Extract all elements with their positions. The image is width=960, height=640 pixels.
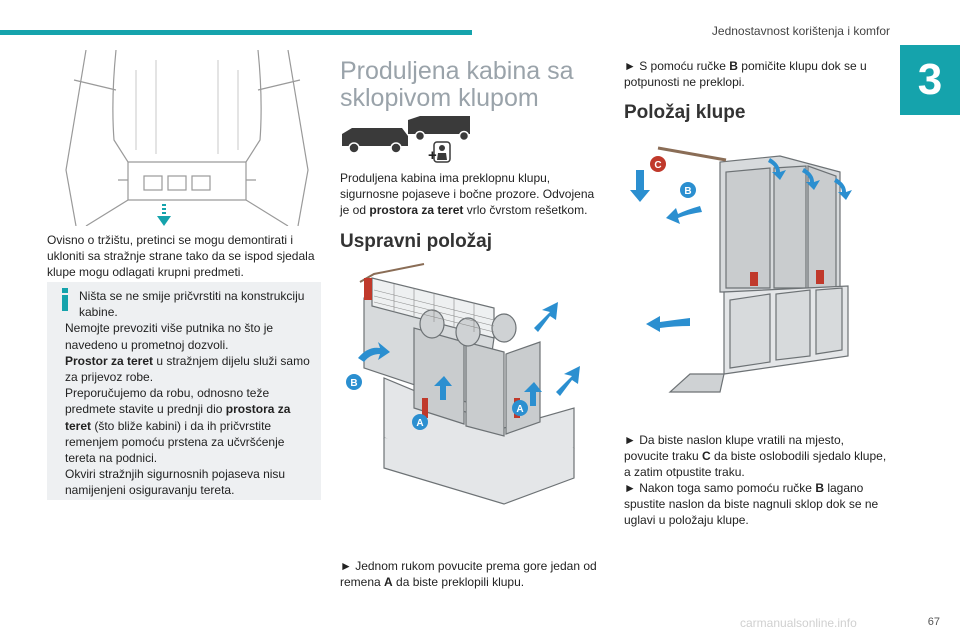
middle-step: ► Jednom rukom povucite prema gore jedan…	[340, 558, 602, 590]
page-number: 67	[927, 616, 940, 628]
info-line-1: Ništa se ne smije pričvrstiti na konstru…	[79, 289, 305, 320]
header-accent-bar	[0, 30, 472, 35]
info-line-5: Okviri stražnjih sigurnosnih pojaseva ni…	[65, 467, 286, 498]
callout-b-upright: B	[350, 378, 357, 389]
callout-c: C	[654, 160, 661, 171]
callout-b-bench: B	[684, 186, 691, 197]
info-line-4-bold: prostora za teret	[65, 402, 291, 433]
middle-paragraph: Produljena kabina ima preklopnu klupu, s…	[340, 170, 602, 218]
info-box: Ništa se ne smije pričvrstiti na konstru…	[47, 282, 321, 500]
middle-paragraph-bold: prostora za teret	[369, 203, 464, 217]
right-step-3-bold: B	[815, 481, 824, 495]
right-step-3-end: lagano spustite naslon da biste nagnuli …	[624, 481, 879, 527]
middle-paragraph-start: Produljena kabina ima preklopnu klupu, s…	[340, 171, 595, 217]
middle-step-end: da biste preklopili klupu.	[392, 575, 525, 589]
info-line-3: u stražnjem dijelu služi samo za prijevo…	[65, 353, 310, 385]
info-text: Ništa se ne smije pričvrstiti na konstru…	[65, 288, 317, 499]
vehicle-icons	[340, 114, 470, 164]
chapter-number-tab: 3	[900, 45, 960, 115]
header-title: Jednostavnost korištenja i komfor	[711, 24, 890, 38]
right-step-2-text: ► Da biste naslon klupe vratili na mjest…	[624, 433, 844, 463]
vehicle-plus-sign: +	[428, 147, 437, 164]
left-paragraph: Ovisno o tržištu, pretinci se mogu demon…	[47, 233, 315, 279]
right-step-2-bold: C	[702, 449, 711, 463]
middle-paragraph-end: vrlo čvrstom rešetkom.	[463, 203, 588, 217]
upright-bench-illustration: B A A	[344, 258, 600, 520]
callout-a-left: A	[416, 418, 423, 429]
right-step-2: ► Da biste naslon klupe vratili na mjest…	[624, 432, 888, 528]
callout-a-right: A	[516, 404, 523, 415]
info-line-2: Nemojte prevoziti više putnika no što je…	[65, 321, 274, 352]
cargo-area-illustration	[56, 50, 318, 226]
section-heading: Produljena kabina sa sklopivom klupom	[340, 57, 574, 112]
subheading-upright: Uspravni položaj	[340, 231, 493, 252]
subheading-bench-position: Položaj klupe	[624, 102, 746, 123]
right-step-3-text: ► Nakon toga samo pomoću ručke	[624, 481, 816, 495]
right-step-1-bold: B	[729, 59, 738, 73]
watermark: carmanualsonline.info	[740, 616, 857, 630]
info-line-3-bold: Prostor za teret	[65, 353, 154, 368]
right-step-1-end: pomičite klupu dok se u potpunosti ne pr…	[624, 59, 867, 89]
info-icon	[61, 288, 69, 311]
right-step-1-text: ► S pomoću ručke	[624, 59, 730, 73]
middle-step-text: ► Jednom rukom povucite prema gore jedan…	[340, 559, 597, 589]
right-step-1: ► S pomoću ručke B pomičite klupu dok se…	[624, 58, 886, 90]
info-line-4-end: (što bliže kabini) i da ih pričvrstite r…	[65, 418, 285, 466]
middle-step-bold: A	[384, 575, 393, 589]
right-step-2-end: da biste oslobodili sjedalo klupe, a zat…	[624, 449, 887, 479]
bench-position-illustration: C B	[630, 142, 866, 404]
info-line-4: Preporučujemo da robu, odnosno teže pred…	[65, 386, 270, 417]
